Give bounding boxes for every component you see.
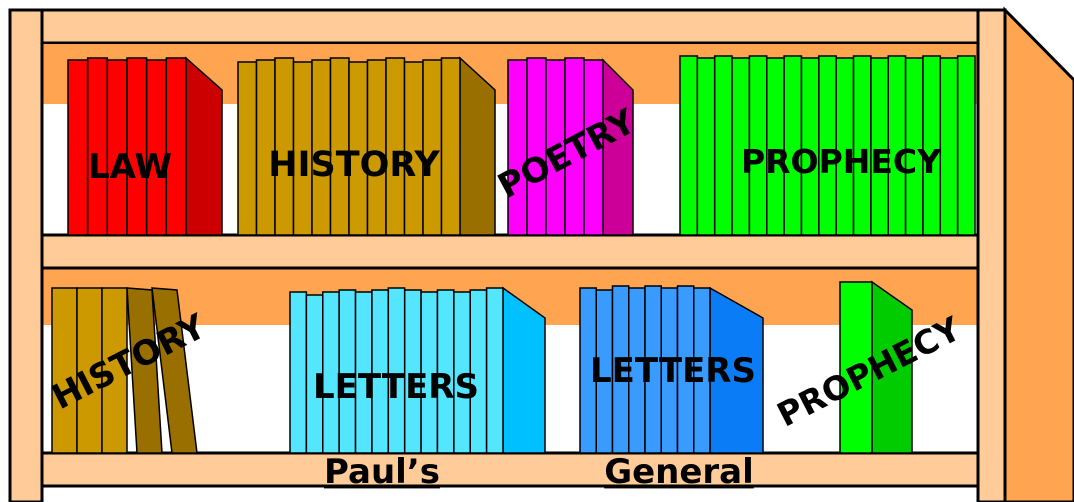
shelf-board-middle [42, 235, 978, 268]
book-spine [238, 62, 257, 235]
bookcase-top-board [10, 10, 1005, 43]
book-spine [940, 58, 957, 235]
section-label: LETTERS [313, 367, 479, 407]
book-spine [442, 58, 461, 235]
section-general-letters: LETTERS General [580, 286, 763, 492]
section-label: HISTORY [268, 145, 440, 185]
section-prophecy: PROPHECY [680, 56, 975, 235]
book-spine [715, 56, 732, 235]
shelf-board-bottom [42, 453, 978, 486]
section-label: LAW [88, 147, 172, 187]
book-spine [68, 60, 88, 235]
book-end-cover [460, 58, 495, 235]
section-label: PROPHECY [741, 142, 942, 181]
bookcase-right-post [978, 10, 1005, 502]
book-spine [290, 292, 306, 453]
section-poetry: POETRY [492, 58, 643, 235]
section-history: HISTORY [238, 58, 495, 235]
book-spine [958, 56, 975, 235]
book-end-cover [186, 58, 222, 235]
bookcase-side-panel [1005, 10, 1074, 502]
bookcase-left-post [10, 10, 42, 502]
book-spine [508, 60, 527, 235]
book-spine [680, 56, 697, 235]
book-spine [487, 288, 503, 453]
book-end-cover [503, 288, 545, 453]
book-spine [697, 58, 714, 235]
section-label: LETTERS [590, 351, 756, 391]
section-law: LAW [68, 58, 222, 235]
section-caption: General [604, 452, 754, 492]
section-caption: Paul’s [324, 452, 440, 492]
